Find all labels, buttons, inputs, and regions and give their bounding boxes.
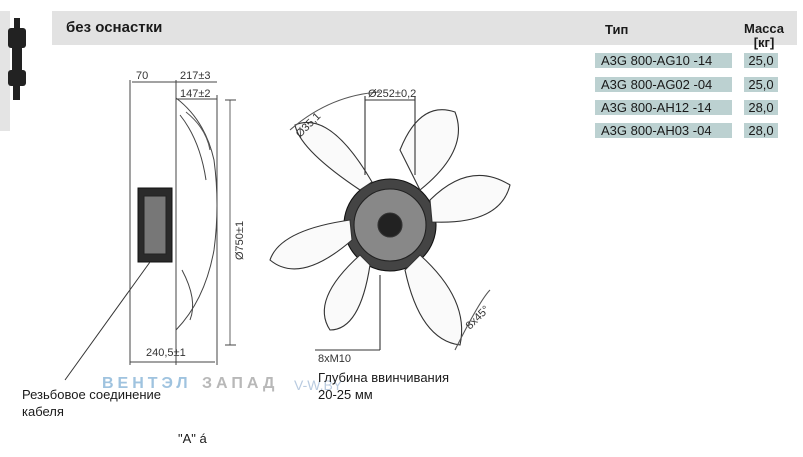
fan-side-view [129,80,236,365]
section-title: без оснастки [66,19,163,36]
cable-leader-line [64,261,151,381]
column-header-type: Тип [605,22,629,37]
watermark-part-1: ВЕНТЭЛ [102,375,192,392]
type-cell: A3G 800-AG02 -04 [595,77,732,92]
dim-750: Ø750±1 [234,221,246,260]
dim-217: 217±3 [180,70,211,82]
column-header-mass: Масса [кг] [743,21,785,50]
type-cell: A3G 800-AG10 -14 [595,53,732,68]
depth-note: Глубина ввинчивания 20-25 мм [318,370,450,402]
watermark-part-3: V-W.BY [294,377,343,393]
fan-front-view [269,91,511,351]
watermark-part-2: ЗАПАД [202,375,279,392]
dim-240: 240,5±1 [146,347,186,359]
type-cell: A3G 800-AH03 -04 [595,123,732,138]
fan-side-icon [8,18,26,100]
mass-cell: 28,0 [744,123,778,138]
dim-70: 70 [136,70,148,82]
dim-m10: 8xM10 [318,353,351,365]
cable-note: Резьбовое соединение кабеля [22,387,162,419]
mass-cell: 25,0 [744,77,778,92]
side-strip [0,11,10,131]
view-label: "A" á [178,431,207,446]
dim-252: Ø252±0,2 [368,88,416,100]
mass-cell: 28,0 [744,100,778,115]
type-cell: A3G 800-AH12 -14 [595,100,732,115]
dim-147: 147±2 [180,88,211,100]
mass-cell: 25,0 [744,53,778,68]
header-bar [52,11,797,45]
